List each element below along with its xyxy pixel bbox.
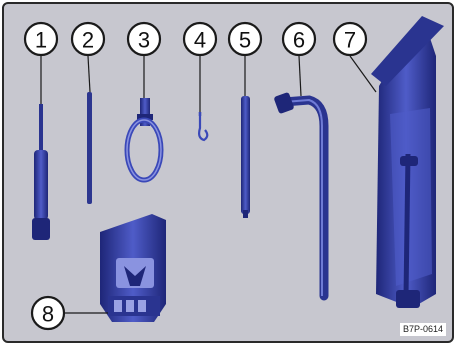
svg-text:8: 8: [42, 302, 54, 327]
svg-text:2: 2: [82, 28, 94, 53]
svg-text:5: 5: [239, 28, 251, 53]
callout-7: 7: [334, 23, 366, 55]
callout-6: 6: [283, 23, 315, 55]
tool-4-hook: [199, 56, 207, 140]
callout-3: 3: [128, 23, 160, 55]
tool-2-rod: [87, 56, 92, 204]
callout-8: 8: [32, 297, 64, 329]
callout-4: 4: [184, 23, 216, 55]
svg-text:1: 1: [35, 28, 47, 53]
callout-1: 1: [25, 23, 57, 55]
callout-2: 2: [72, 23, 104, 55]
tool-6-wheel-wrench: [273, 56, 324, 296]
svg-text:4: 4: [194, 28, 206, 53]
tool-5-pin: [241, 56, 250, 218]
tool-3-towing-eye: [127, 56, 161, 180]
svg-text:7: 7: [344, 28, 356, 53]
tool-7-car-jack: [350, 16, 444, 308]
image-code-label: B7P-0614: [400, 323, 446, 336]
diagram-frame: 1 2 3 4 5 6 7: [2, 2, 454, 343]
svg-text:6: 6: [293, 28, 305, 53]
tools-illustration: 1 2 3 4 5 6 7: [4, 4, 452, 341]
svg-text:3: 3: [138, 28, 150, 53]
tool-8-bracket: [64, 214, 166, 322]
callout-5: 5: [229, 23, 261, 55]
tool-1-screwdriver: [32, 56, 50, 240]
